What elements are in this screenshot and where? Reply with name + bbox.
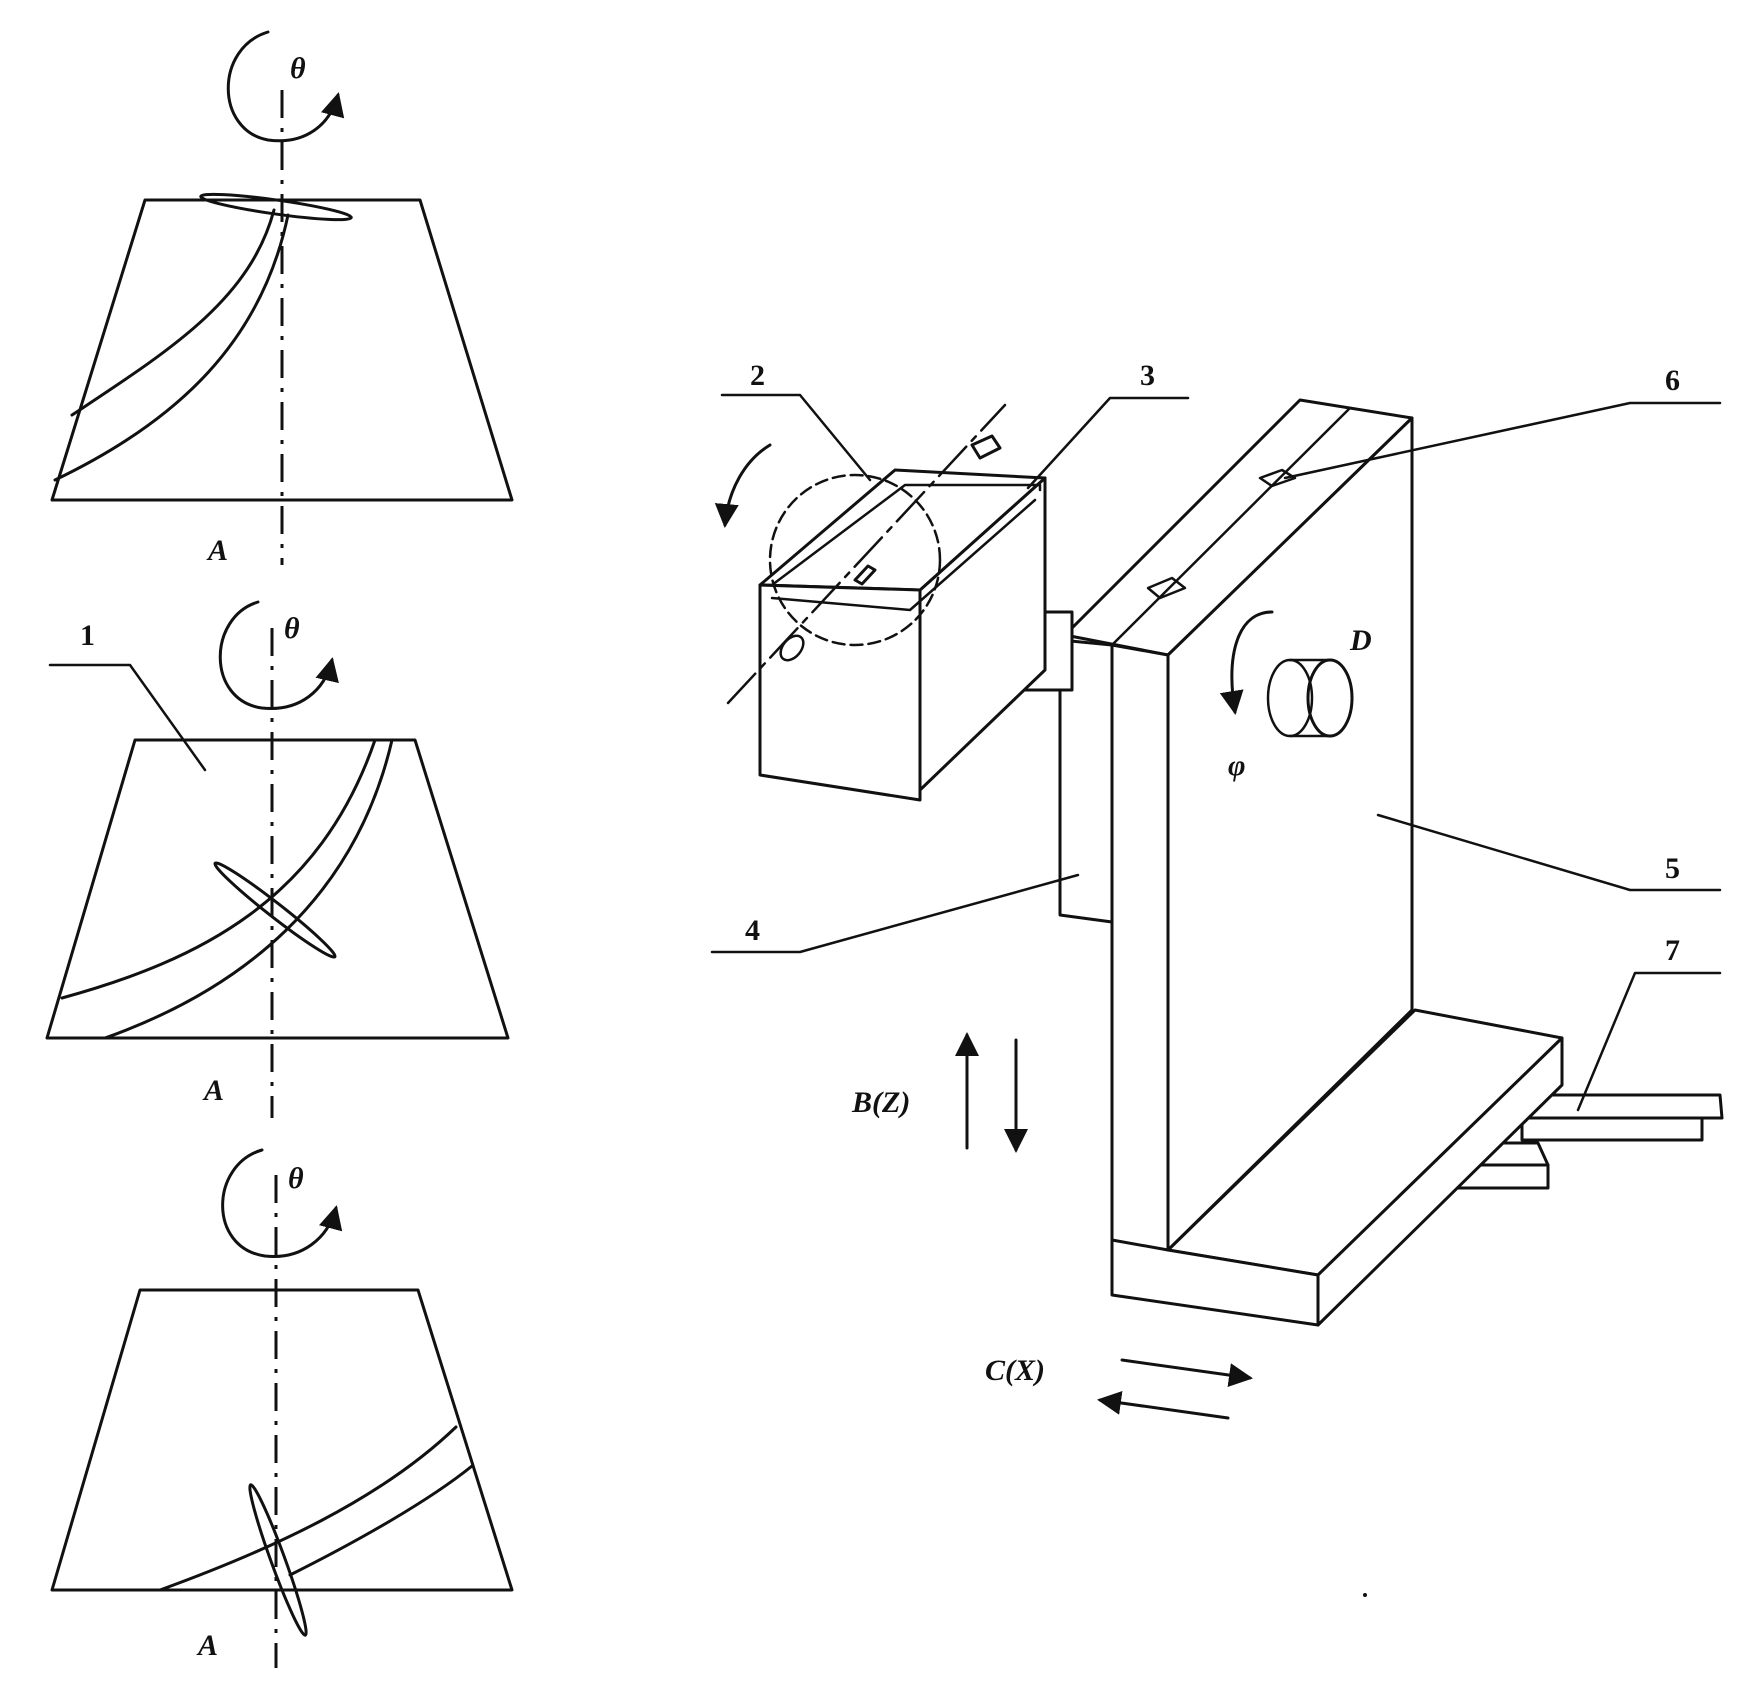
curved-groove-inner — [290, 1466, 472, 1575]
point-a-label-bottom: A — [196, 1629, 218, 1662]
part-4-leader-line — [712, 875, 1078, 952]
tool-ellipse — [200, 189, 352, 224]
part-6-label: 6 — [1665, 364, 1680, 397]
tool-ellipse — [211, 858, 339, 963]
trapezoid-outline — [47, 740, 508, 1038]
panel-top: θ A — [52, 32, 512, 567]
point-a-label-top: A — [206, 534, 228, 567]
theta-label-middle: θ — [284, 612, 300, 645]
point-a-label-middle: A — [202, 1074, 224, 1107]
cx-left-arrow-icon — [1100, 1400, 1228, 1418]
speck-dot — [1363, 1593, 1367, 1597]
curved-groove-outer — [72, 210, 274, 415]
phi-label: φ — [1228, 749, 1246, 782]
disk-d-label: D — [1349, 624, 1372, 657]
tool-ellipse — [244, 1482, 312, 1637]
rotation-arrow-icon — [223, 1150, 336, 1256]
part-3-leader-line — [1028, 398, 1188, 488]
curved-groove-inner — [105, 740, 392, 1038]
disk-d-front — [1308, 660, 1352, 736]
part-7-leader-line — [1578, 973, 1720, 1110]
head-rotation-arrow-icon — [725, 445, 770, 525]
rotation-arrow-icon — [220, 602, 332, 708]
plate-left-face — [1112, 645, 1168, 1250]
cx-right-arrow-icon — [1122, 1360, 1250, 1378]
part-7-label: 7 — [1665, 934, 1680, 967]
part-2-label: 2 — [750, 359, 765, 392]
bz-label: B(Z) — [851, 1086, 910, 1119]
part-5-label: 5 — [1665, 852, 1680, 885]
cx-label: C(X) — [985, 1354, 1045, 1387]
panel-middle: θ A 1 — [47, 602, 508, 1118]
part-1-leader-line — [50, 665, 205, 770]
part-1-label: 1 — [80, 619, 95, 652]
panel-bottom: θ A — [52, 1150, 512, 1668]
part-3-label: 3 — [1140, 359, 1155, 392]
part-4-label: 4 — [745, 914, 760, 947]
apparatus: 2 3 4 5 6 7 D φ B(Z) C(X) — [712, 359, 1722, 1597]
tool-top-rod — [972, 436, 1000, 458]
theta-label-top: θ — [290, 52, 306, 85]
theta-label-bottom: θ — [288, 1162, 304, 1195]
head-front-face — [760, 585, 920, 800]
rotation-arrow-icon — [228, 32, 338, 141]
